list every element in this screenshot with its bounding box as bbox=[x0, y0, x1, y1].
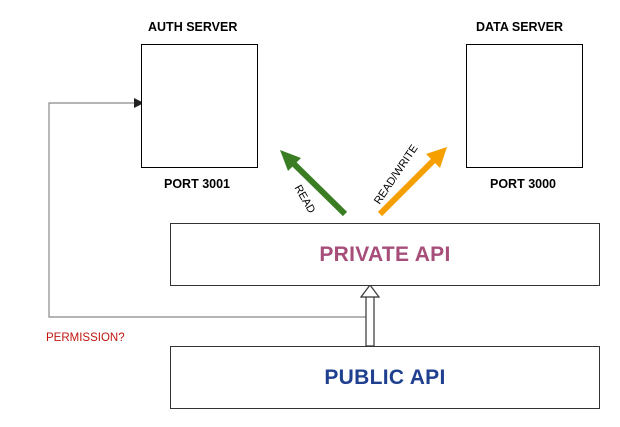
auth-server-title: AUTH SERVER bbox=[148, 20, 238, 34]
data-server-port: PORT 3000 bbox=[490, 177, 557, 191]
private-api-label: PRIVATE API bbox=[319, 242, 451, 266]
data-server-box bbox=[466, 44, 583, 168]
auth-server-box bbox=[141, 44, 258, 168]
data-server-title: DATA SERVER bbox=[476, 20, 564, 34]
public-api-box: PUBLIC API bbox=[170, 346, 600, 409]
permission-label: PERMISSION? bbox=[46, 332, 125, 344]
public-api-label: PUBLIC API bbox=[324, 365, 446, 389]
read-arrow bbox=[280, 150, 348, 217]
auth-server-port: PORT 3001 bbox=[164, 177, 231, 191]
public-to-private-arrow bbox=[359, 284, 381, 347]
read-write-arrow bbox=[377, 147, 447, 217]
private-api-box: PRIVATE API bbox=[170, 223, 600, 286]
permission-connector bbox=[48, 98, 368, 318]
